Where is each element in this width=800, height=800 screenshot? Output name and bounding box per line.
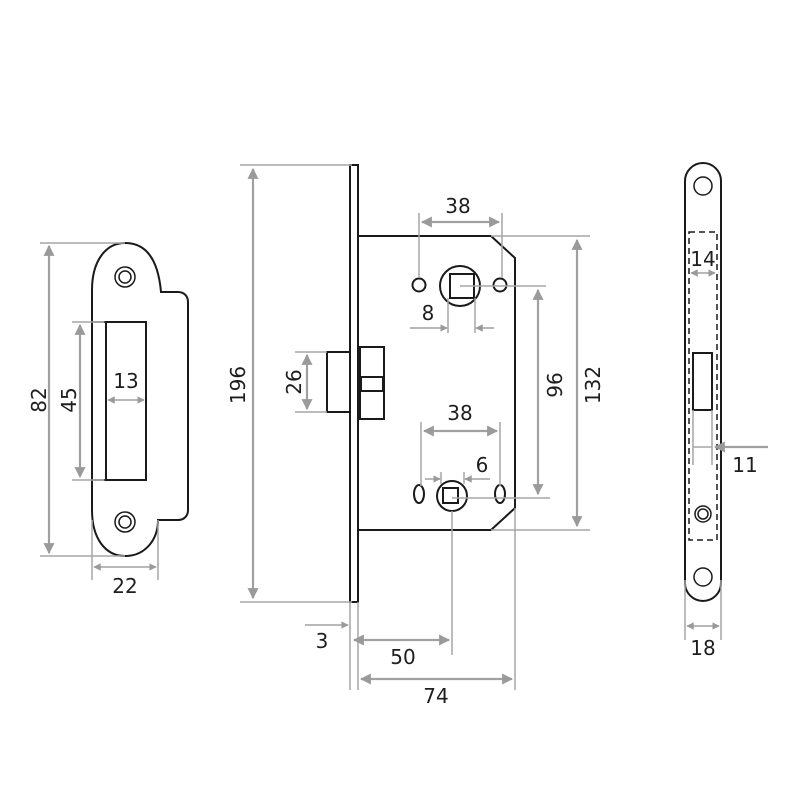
dim-latch-width: 11 (732, 453, 757, 477)
top-screw-hole-right (492, 277, 508, 293)
dim-total-height: 196 (226, 366, 250, 404)
latch-mechanism-slot (360, 376, 384, 392)
strike-screw-hole-top-inner (118, 270, 132, 284)
dim-backset: 50 (390, 645, 415, 669)
case-outline-dashed (688, 231, 718, 541)
faceplate-cylinder-hole-inner (697, 508, 709, 520)
bottom-screw-slot-left (413, 484, 425, 504)
dim-top-hole-spacing: 38 (445, 194, 470, 218)
bottom-cylinder-hub (436, 480, 468, 512)
bottom-screw-slot-right (494, 484, 506, 504)
strike-plate-view: 82 45 13 22 (27, 241, 189, 598)
bottom-spindle-square (442, 487, 459, 504)
strike-latch-opening (105, 321, 147, 481)
dim-center-distance: 96 (543, 372, 567, 397)
dim-strike-opening-width: 13 (113, 369, 138, 393)
dim-bottom-hole-spacing: 38 (447, 401, 472, 425)
latch-bolt (326, 351, 351, 413)
dim-strike-width: 22 (112, 574, 137, 598)
faceplate-screw-hole-top (693, 176, 713, 196)
latch-opening (692, 352, 713, 411)
lock-case-outline (358, 235, 516, 531)
dim-case-depth: 74 (423, 684, 448, 708)
strike-screw-hole-top (114, 266, 136, 288)
dim-latch-height: 26 (282, 369, 306, 394)
dim-case-width: 14 (690, 247, 715, 271)
latch-mechanism (359, 346, 385, 420)
strike-plate-outline (91, 241, 189, 558)
dim-top-spindle-square: 8 (422, 301, 435, 325)
faceplate-front-view: 14 11 18 (684, 162, 768, 660)
faceplate-front-outline (684, 162, 722, 602)
dim-strike-opening-height: 45 (57, 387, 81, 412)
strike-screw-hole-bottom-inner (118, 515, 132, 529)
dim-case-height: 132 (581, 366, 605, 404)
lock-faceplate (349, 164, 359, 603)
dim-bottom-spindle-square: 6 (476, 453, 489, 477)
faceplate-screw-hole-bottom (693, 567, 713, 587)
dim-faceplate-thickness: 3 (316, 629, 329, 653)
dim-faceplate-width: 18 (690, 636, 715, 660)
dim-strike-height: 82 (27, 387, 51, 412)
top-screw-hole-left (411, 277, 427, 293)
faceplate-cylinder-hole (694, 505, 712, 523)
lock-body-side-view: 196 26 38 8 38 6 96 (226, 164, 605, 708)
strike-screw-hole-bottom (114, 511, 136, 533)
